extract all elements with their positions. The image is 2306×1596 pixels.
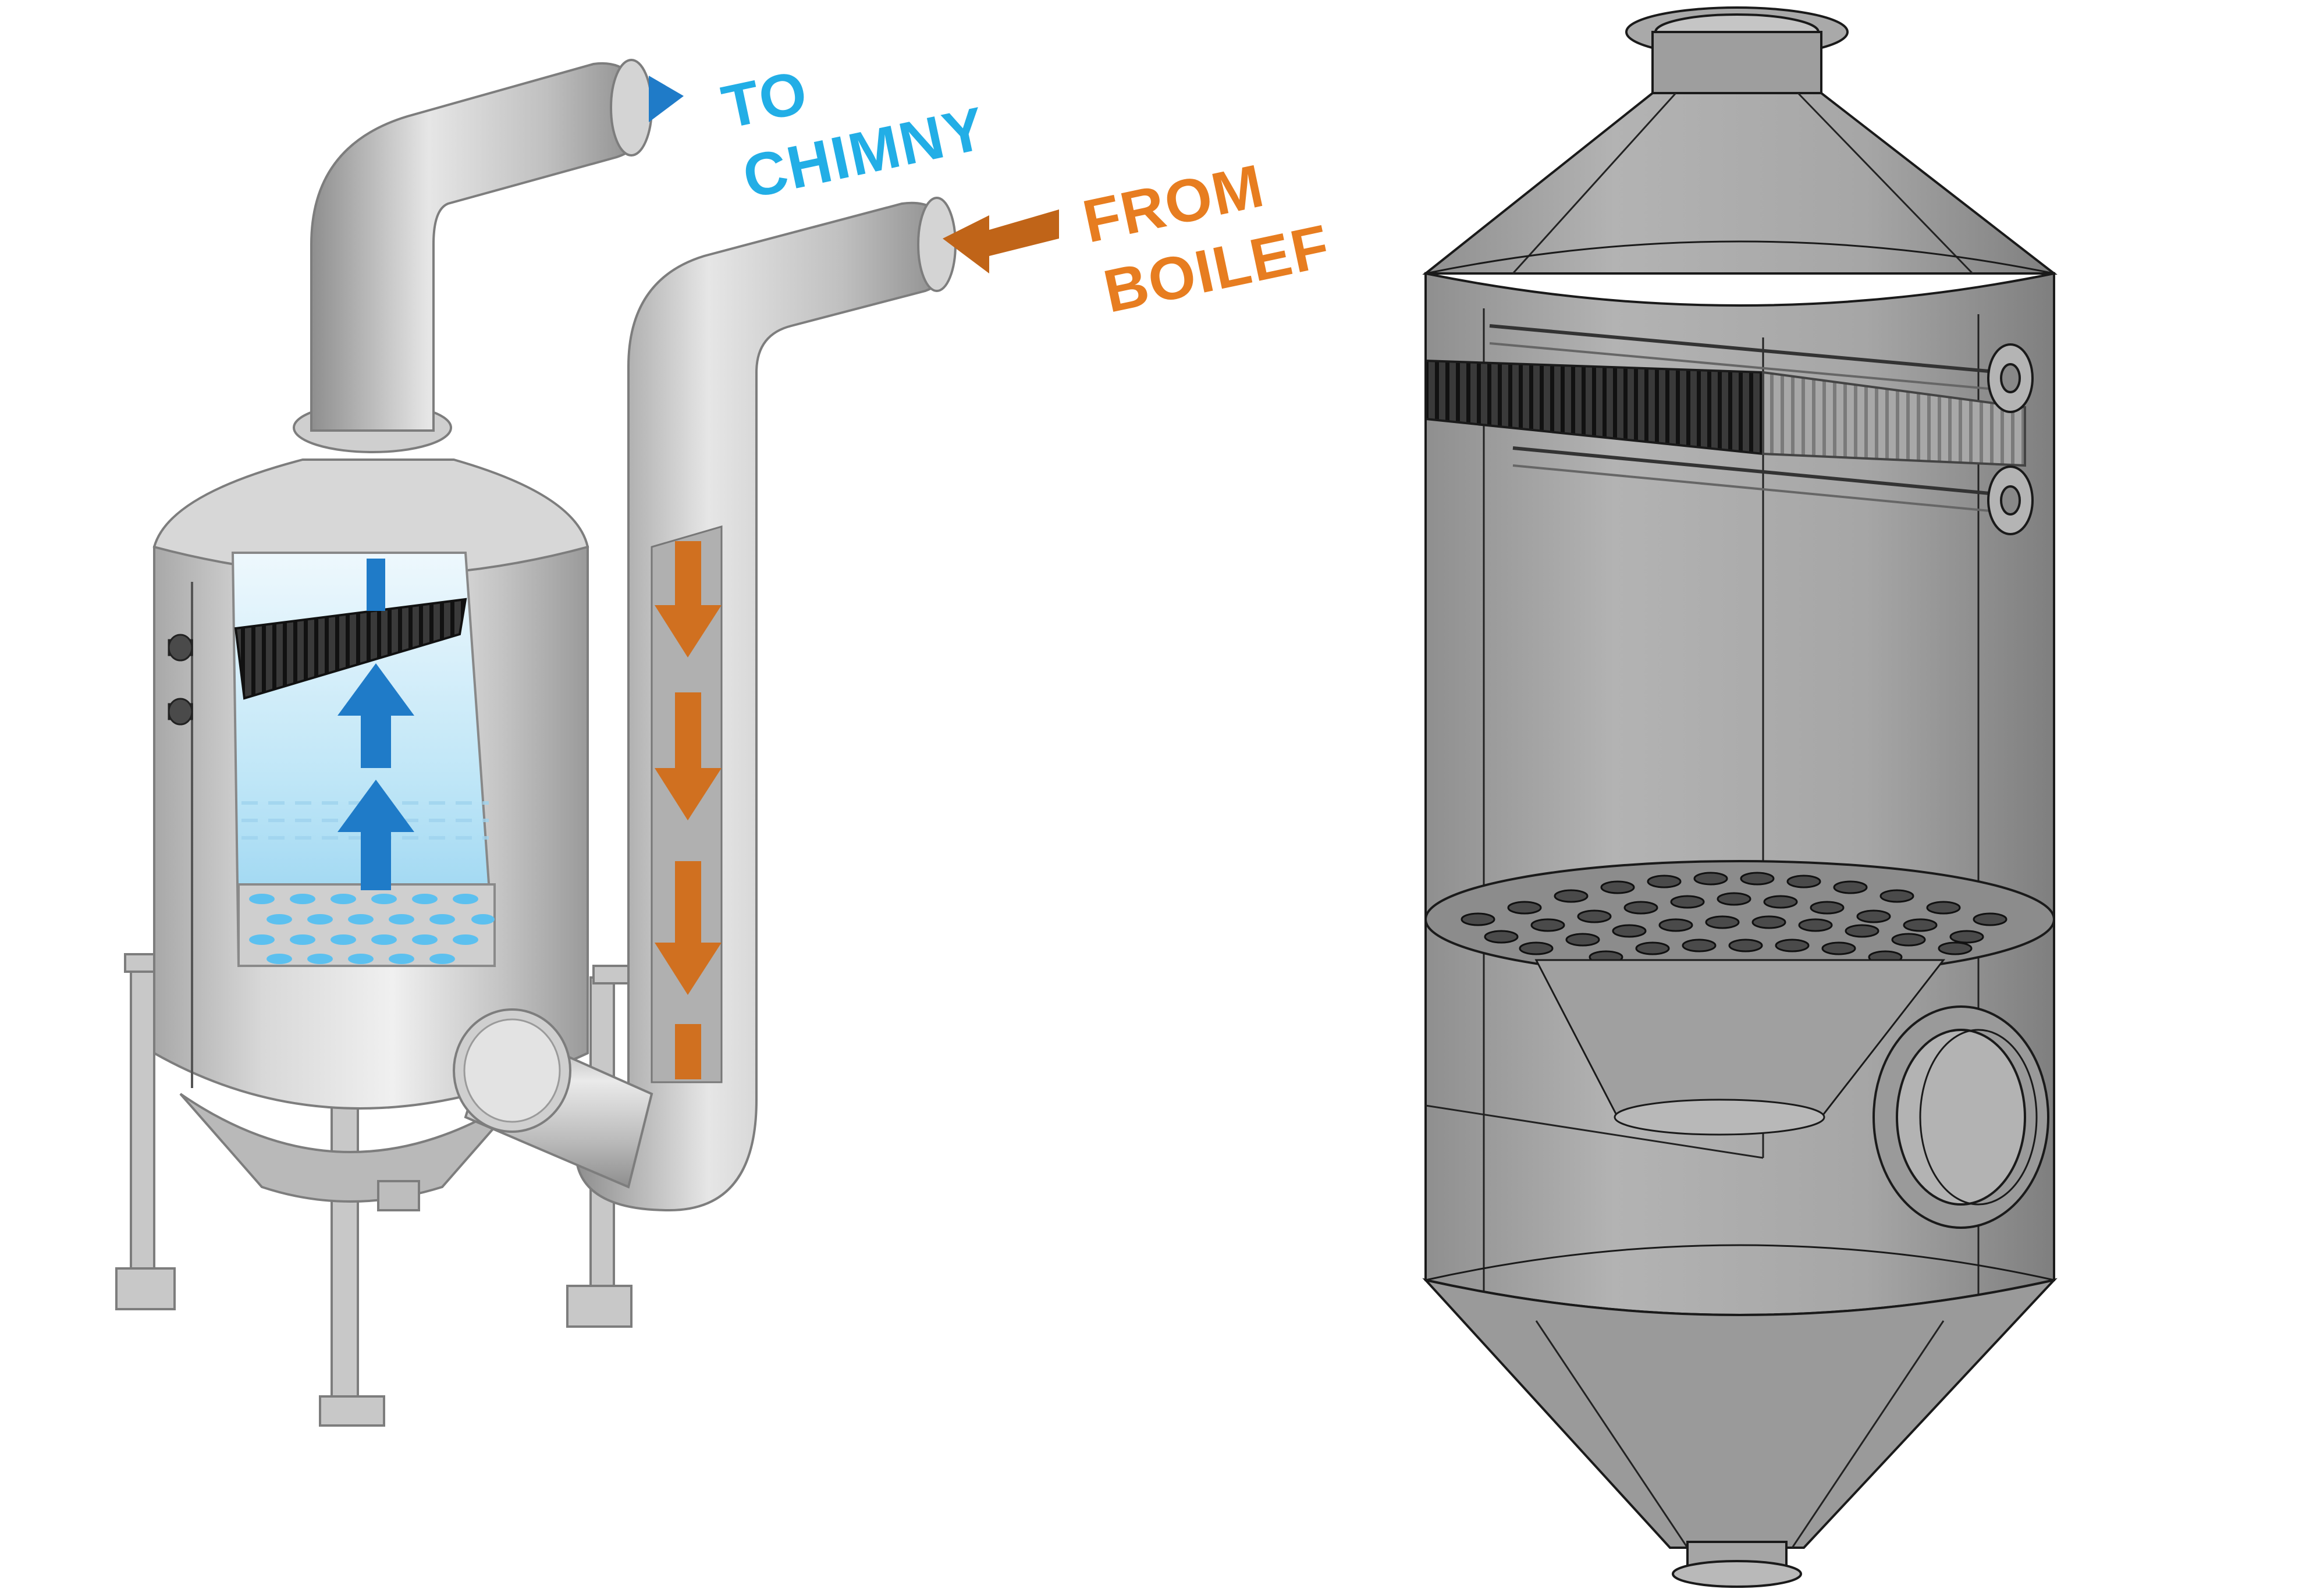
perforated-plate (237, 883, 496, 967)
vessel-transparent-view (1422, 6, 2058, 1588)
demister-bundle (1424, 324, 2026, 513)
outlet-arrow-icon (649, 76, 684, 122)
to-chimney-line1: TO (716, 58, 813, 141)
sieve-plate-holes (1461, 872, 2007, 964)
to-chimney-label: TO CHIMNY (716, 58, 992, 211)
side-inlet-ring (1872, 1005, 2049, 1229)
scrubber-cutaway-view (115, 59, 1059, 1427)
spray-nozzles (168, 634, 193, 726)
drain-flange (377, 1180, 420, 1211)
top-cone (1422, 92, 2058, 275)
orange-down-arrow-icon (655, 541, 722, 1079)
bottom-drain-flange (1672, 1560, 1802, 1588)
side-nozzle-flanges (1987, 343, 2034, 535)
from-boiler-label: FROM BOILEF (1077, 152, 1336, 326)
outlet-duct (310, 62, 648, 432)
inlet-arrow-icon (943, 209, 1059, 273)
bottom-cone-transparent (1422, 1278, 2058, 1549)
blue-up-arrow-icon (337, 559, 414, 890)
inlet-duct (574, 201, 956, 1212)
plate-holes (249, 894, 495, 964)
demister-pad (234, 598, 467, 700)
